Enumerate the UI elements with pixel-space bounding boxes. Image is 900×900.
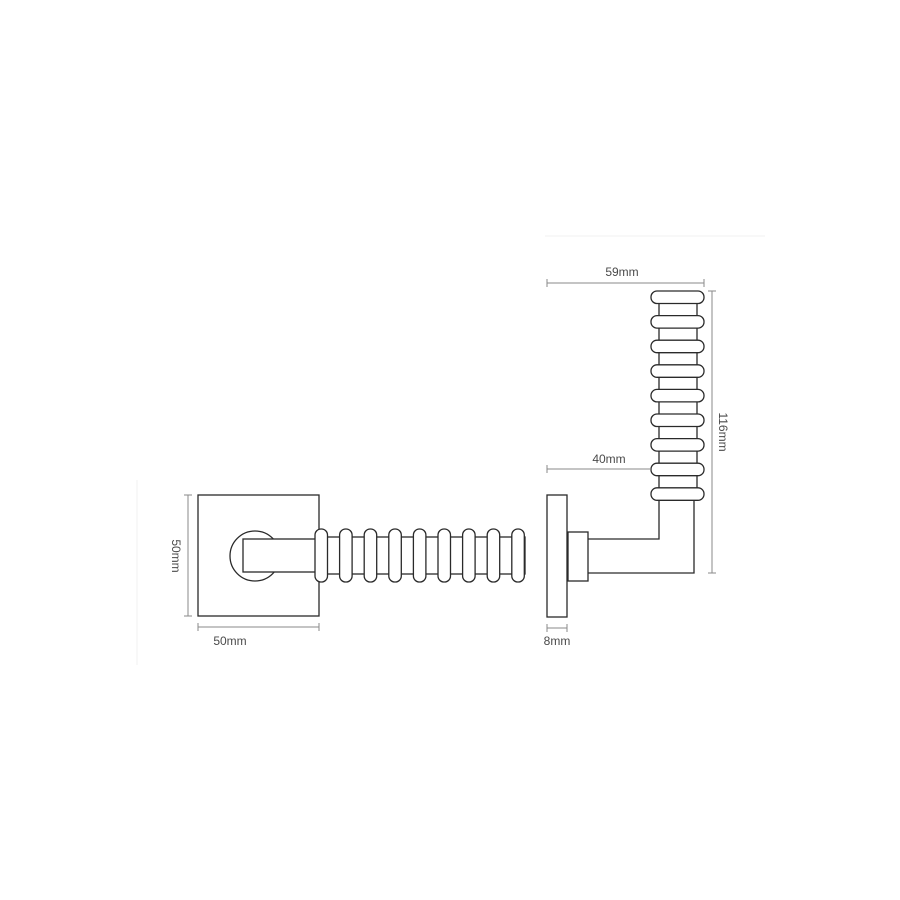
grip-rings — [314, 528, 525, 583]
grip-rings — [650, 290, 705, 501]
grip-ring — [650, 290, 705, 305]
grip-ring — [650, 339, 705, 354]
grip-ring — [338, 528, 353, 583]
grip-length-label: 116mm — [716, 412, 730, 451]
height-label: 50mm — [169, 539, 183, 572]
collar — [567, 531, 589, 582]
rose-plate — [546, 494, 568, 618]
rose-thickness-label: 8mm — [544, 634, 571, 648]
lever-shaft — [242, 538, 318, 573]
grip-ring — [650, 437, 705, 452]
grip-ring — [486, 528, 501, 583]
grip-ring — [650, 364, 705, 378]
grip-ring — [650, 388, 705, 403]
lever-stem — [588, 500, 695, 574]
front-view: 50mm 50mm — [169, 494, 526, 648]
grip-ring — [314, 528, 329, 583]
stem-projection-label: 40mm — [592, 452, 625, 466]
grip-ring — [650, 314, 705, 329]
grip-ring — [461, 528, 476, 583]
grip-ring — [511, 528, 525, 583]
grip-ring — [437, 528, 452, 583]
overall-projection-label: 59mm — [605, 265, 638, 279]
width-label: 50mm — [213, 634, 246, 648]
grip-ring — [388, 528, 402, 583]
grip-ring — [650, 462, 705, 477]
grip-ring — [650, 487, 705, 501]
grip-ring — [412, 528, 427, 583]
grip-ring — [363, 528, 378, 583]
grip-ring — [650, 413, 705, 428]
side-view: 59mm 40mm 116mm 8mm — [544, 265, 730, 648]
